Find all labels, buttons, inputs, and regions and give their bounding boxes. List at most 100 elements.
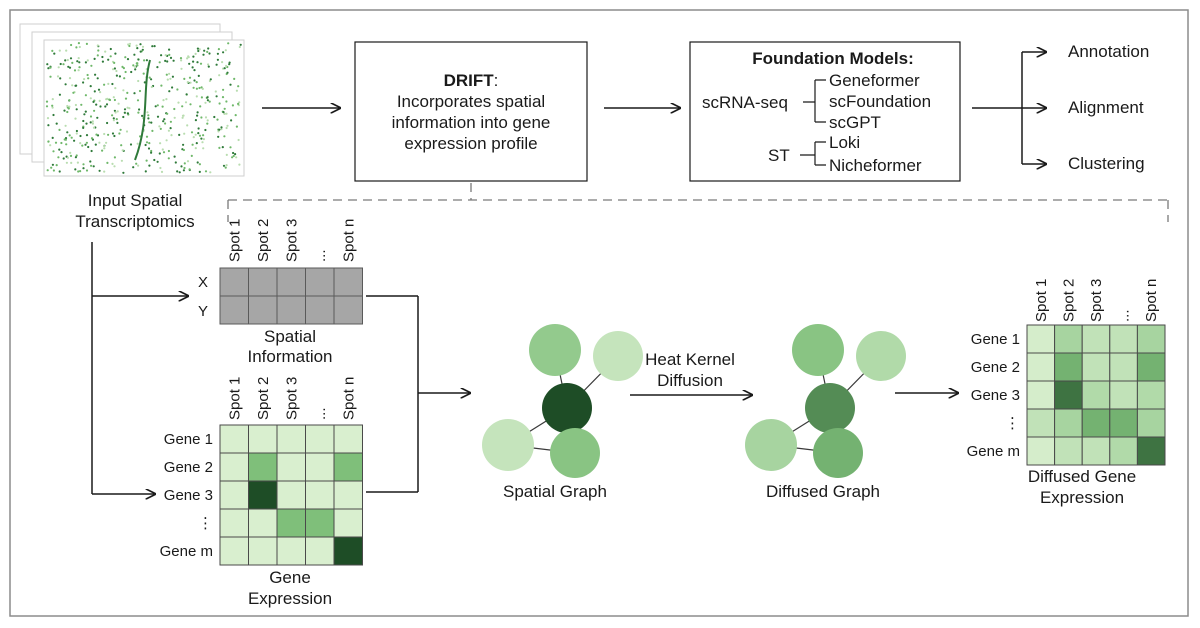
tissue-spot bbox=[237, 138, 240, 142]
tissue-spot bbox=[120, 144, 123, 147]
tissue-spot bbox=[109, 47, 112, 51]
tissue-spot bbox=[136, 62, 139, 65]
tissue-spot bbox=[126, 91, 129, 94]
expression-cell bbox=[1109, 408, 1138, 438]
expression-cell bbox=[276, 424, 306, 454]
tissue-spot bbox=[70, 161, 73, 164]
tissue-spot bbox=[91, 122, 94, 125]
tissue-spot bbox=[192, 55, 195, 58]
tissue-spot bbox=[72, 91, 75, 94]
tissue-spot bbox=[161, 148, 164, 151]
tissue-spot bbox=[214, 90, 217, 93]
expression-cell bbox=[1026, 436, 1056, 466]
tissue-spot bbox=[129, 143, 133, 146]
tissue-spot bbox=[196, 61, 199, 64]
tissue-spot bbox=[180, 165, 183, 168]
tissue-spot bbox=[58, 170, 61, 173]
tissue-spot bbox=[123, 108, 127, 111]
tissue-spot bbox=[75, 154, 78, 157]
gene-row-label: Gene 2 bbox=[971, 359, 1020, 376]
tissue-spot bbox=[106, 97, 109, 100]
tissue-spot bbox=[79, 170, 82, 173]
tissue-spot bbox=[46, 117, 50, 120]
tissue-spot bbox=[66, 131, 69, 134]
tissue-spot bbox=[178, 133, 181, 136]
tissue-spot bbox=[123, 77, 126, 80]
tissue-spot bbox=[77, 170, 80, 173]
spatial-info-label-1: Spatial bbox=[264, 327, 316, 346]
tissue-spot bbox=[165, 98, 168, 101]
diffusion-label-2: Diffusion bbox=[657, 371, 723, 390]
diffusion-label-1: Heat Kernel bbox=[645, 350, 735, 369]
tissue-spot bbox=[200, 96, 203, 99]
expression-cell bbox=[1081, 324, 1111, 354]
tissue-spot bbox=[181, 105, 184, 108]
tissue-spot bbox=[99, 91, 102, 94]
spot-label: Spot n bbox=[1143, 279, 1160, 322]
diffused-expression-matrix bbox=[1026, 324, 1166, 466]
tissue-spot bbox=[227, 42, 230, 45]
tissue-spot bbox=[85, 141, 88, 144]
input-tissue-image bbox=[19, 23, 245, 177]
tissue-spot bbox=[94, 143, 97, 146]
tissue-spot bbox=[169, 120, 172, 123]
spot-label: ... bbox=[1116, 309, 1133, 322]
tissue-spot bbox=[201, 87, 204, 90]
tissue-spot bbox=[68, 105, 71, 108]
tissue-spot bbox=[194, 147, 197, 150]
tissue-spot bbox=[73, 69, 77, 72]
tissue-spot bbox=[52, 150, 55, 153]
tissue-spot bbox=[230, 119, 233, 122]
tissue-spot bbox=[225, 100, 228, 103]
tissue-spot bbox=[83, 78, 86, 81]
spatial-cell bbox=[219, 295, 249, 325]
tissue-spot bbox=[226, 71, 229, 74]
tissue-spot bbox=[52, 113, 55, 117]
tissue-spot bbox=[169, 56, 173, 60]
tissue-spot bbox=[148, 142, 151, 145]
tissue-spot bbox=[104, 105, 107, 108]
tissue-spot bbox=[126, 106, 129, 109]
tissue-spot bbox=[150, 78, 153, 81]
tissue-spot bbox=[82, 126, 85, 129]
spatial-cell bbox=[248, 295, 278, 325]
tissue-spot bbox=[113, 134, 116, 138]
tissue-spot bbox=[174, 161, 177, 164]
tissue-spot bbox=[199, 62, 203, 65]
tissue-spot bbox=[114, 87, 117, 90]
tissue-spot bbox=[52, 169, 56, 172]
tissue-spot bbox=[85, 42, 88, 46]
tissue-spot bbox=[114, 111, 117, 114]
tissue-spot bbox=[161, 105, 164, 108]
tissue-spot bbox=[79, 142, 82, 145]
tissue-spot bbox=[169, 77, 172, 80]
tissue-spot bbox=[89, 121, 92, 124]
tissue-spot bbox=[113, 156, 116, 159]
gene-row-label: ⋮ bbox=[1005, 415, 1020, 432]
tissue-spot bbox=[209, 171, 212, 174]
tissue-spot bbox=[75, 108, 78, 111]
tissue-spot bbox=[225, 153, 228, 156]
foundation-models-box bbox=[689, 41, 961, 182]
tissue-spot bbox=[137, 164, 140, 167]
tissue-spot bbox=[196, 161, 199, 164]
tissue-spot bbox=[143, 81, 146, 84]
tissue-spot bbox=[224, 166, 227, 169]
tissue-spot bbox=[57, 66, 60, 69]
tissue-spot bbox=[224, 49, 227, 52]
tissue-spot bbox=[191, 143, 194, 146]
tissue-spot bbox=[148, 121, 151, 124]
spatial-cell bbox=[248, 267, 278, 297]
tissue-spot bbox=[117, 102, 120, 105]
tissue-spot bbox=[159, 166, 162, 170]
graph-node bbox=[593, 331, 643, 381]
spatial-cell bbox=[219, 267, 249, 297]
tissue-spot bbox=[202, 53, 205, 56]
spot-label: Spot 2 bbox=[1060, 279, 1077, 322]
tissue-spot bbox=[217, 135, 220, 138]
tissue-spot bbox=[120, 159, 123, 162]
tissue-spot bbox=[195, 81, 198, 84]
tissue-spot bbox=[182, 148, 185, 152]
spot-label: Spot 2 bbox=[255, 377, 272, 420]
tissue-spot bbox=[177, 101, 180, 104]
